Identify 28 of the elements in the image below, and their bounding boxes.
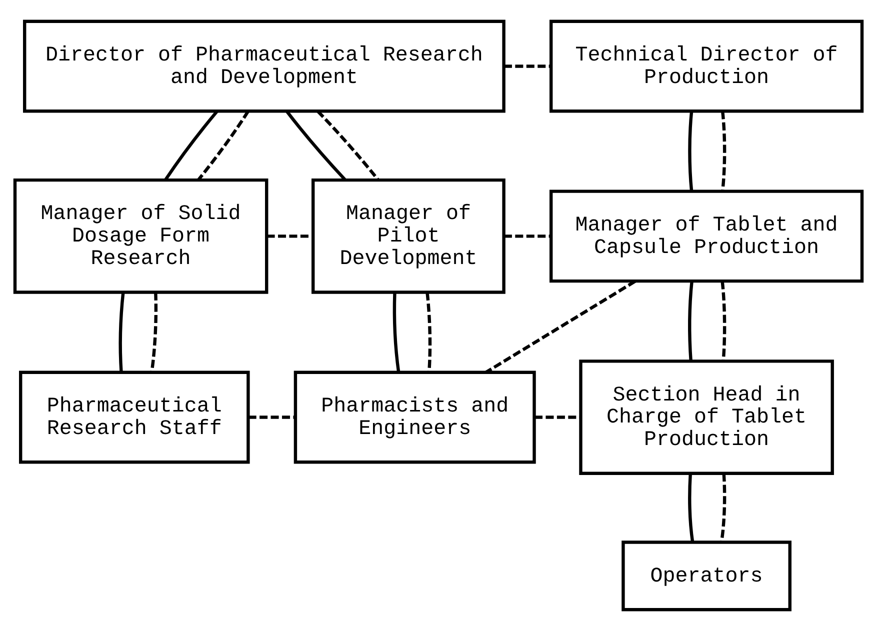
connector: [392, 292, 400, 372]
connector: [720, 473, 726, 542]
node-box: Pharmaceutical Research Staff: [19, 370, 250, 464]
connector: [286, 110, 346, 180]
node-box: Manager of Tablet and Capsule Production: [549, 189, 864, 282]
connector: [504, 64, 551, 68]
connector: [534, 415, 580, 418]
node-box: Operators: [622, 540, 792, 611]
connector: [150, 292, 158, 372]
node-box: Technical Director of Production: [549, 19, 864, 112]
connector: [504, 234, 551, 238]
connector: [197, 110, 250, 180]
node-box: Pharmacists and Engineers: [294, 370, 536, 464]
connector: [721, 110, 726, 190]
connector: [688, 110, 694, 190]
node-box: Director of Pharmaceutical Research and Development: [23, 19, 506, 112]
connector: [248, 415, 296, 418]
connector: [688, 473, 694, 542]
connector: [426, 292, 432, 372]
connector: [164, 110, 218, 180]
node-box: Manager of Solid Dosage Form Research: [13, 178, 268, 294]
connector: [688, 280, 694, 361]
connector: [266, 234, 313, 238]
node-box: Manager of Pilot Development: [311, 178, 506, 294]
connector: [720, 280, 726, 361]
connector: [316, 110, 380, 180]
connector: [118, 292, 125, 372]
node-box: Section Head in Charge of Tablet Production: [579, 359, 834, 474]
